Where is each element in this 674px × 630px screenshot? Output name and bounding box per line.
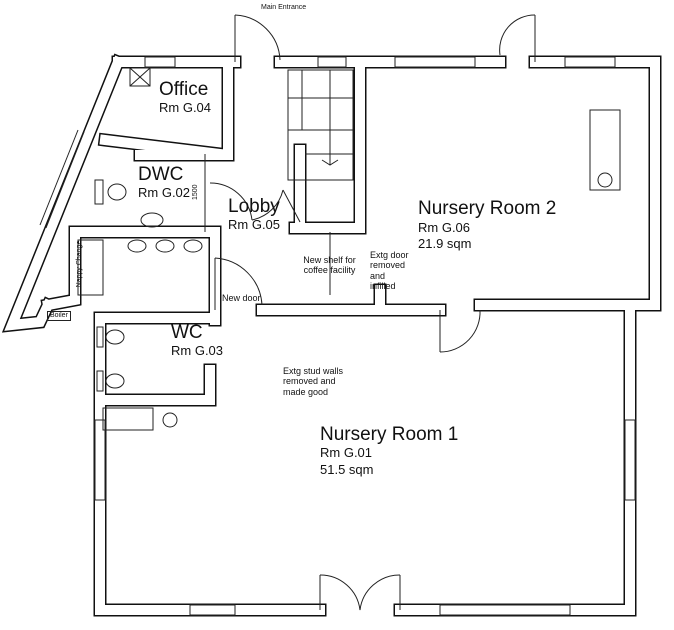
nursery2-number: Rm G.06 bbox=[418, 220, 471, 235]
nursery2-area: 21.9 sqm bbox=[418, 236, 472, 251]
lobby-name: Lobby bbox=[228, 196, 280, 217]
windows bbox=[39, 56, 636, 616]
lobby-number: Rm G.05 bbox=[228, 217, 281, 232]
wc-number: Rm G.03 bbox=[171, 343, 224, 358]
extg-door-note: Extg door removed and infilled bbox=[370, 250, 409, 292]
staircase bbox=[287, 69, 354, 181]
dimension-label: 1500 bbox=[192, 184, 199, 200]
dwc-name: DWC bbox=[138, 164, 184, 185]
nursery2-name: Nursery Room 2 bbox=[418, 198, 557, 219]
stud-walls-note: Extg stud walls removed and made good bbox=[283, 366, 344, 397]
dwc-number: Rm G.02 bbox=[138, 185, 191, 200]
shelf-note: New shelf for coffee facility bbox=[303, 255, 356, 276]
nursery1-number: Rm G.01 bbox=[320, 445, 373, 460]
fixtures bbox=[77, 67, 621, 431]
toilet bbox=[107, 183, 127, 201]
basin bbox=[140, 212, 164, 228]
doors bbox=[209, 14, 536, 611]
walls bbox=[1, 53, 662, 617]
boiler-label: Boiler bbox=[47, 311, 71, 322]
nursery1-name: Nursery Room 1 bbox=[320, 424, 459, 445]
comms-cabinet bbox=[129, 67, 151, 87]
main-entrance-label: Main Entrance bbox=[261, 4, 307, 11]
nappy-change-label: Nappy Change bbox=[76, 240, 83, 288]
office-number: Rm G.04 bbox=[159, 100, 212, 115]
wc-name: WC bbox=[171, 322, 203, 343]
new-door-label: New door bbox=[222, 293, 261, 303]
office-name: Office bbox=[159, 79, 209, 100]
nursery1-area: 51.5 sqm bbox=[320, 462, 374, 477]
